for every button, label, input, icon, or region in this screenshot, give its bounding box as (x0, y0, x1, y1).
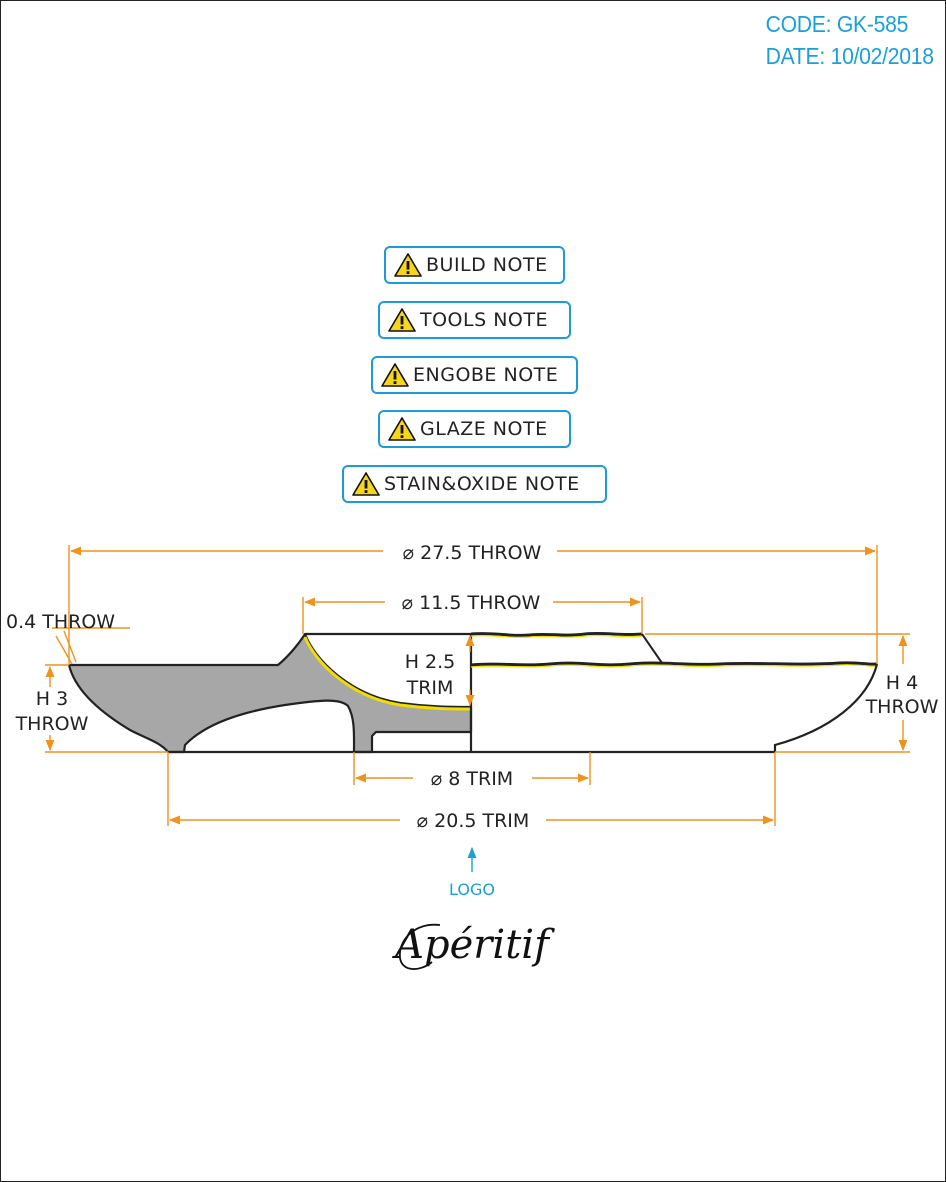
build-note-button[interactable]: BUILD NOTE (384, 246, 565, 284)
engobe-note-label: ENGOBE NOTE (413, 364, 559, 386)
section-fill (67, 632, 473, 754)
overall-diameter-label: ⌀ 27.5 THROW (403, 542, 542, 564)
glaze-interior-line (303, 636, 472, 711)
glaze-note-button[interactable]: GLAZE NOTE (378, 410, 571, 448)
warning-icon (394, 253, 422, 277)
right-height-unit: THROW (865, 696, 939, 718)
outer-rim-edge (470, 661, 878, 667)
warning-icon (352, 472, 380, 496)
engobe-note-button[interactable]: ENGOBE NOTE (371, 356, 578, 394)
stain-oxide-note-button[interactable]: STAIN&OXIDE NOTE (342, 465, 607, 503)
title-block: CODE: GK-585 DATE: 10/02/2018 (766, 8, 934, 72)
brand-logo: Apéritif (391, 922, 555, 970)
logo-label: LOGO (449, 880, 495, 899)
foot-diameter-label: ⌀ 8 TRIM (431, 768, 513, 790)
inner-height-value: H 2.5 (405, 651, 456, 673)
left-height-value: H 3 (36, 688, 68, 710)
section-view (67, 632, 473, 754)
warning-icon (381, 363, 409, 387)
product-code: CODE: GK-585 (765, 11, 909, 37)
rim-thickness-label: 0.4 THROW (6, 611, 115, 633)
base-diameter-label: ⌀ 20.5 TRIM (417, 810, 530, 832)
brand-wordmark: Apéritif (391, 922, 555, 968)
warning-icon (388, 308, 416, 332)
inner-diameter-label: ⌀ 11.5 THROW (402, 592, 541, 614)
stain-oxide-note-label: STAIN&OXIDE NOTE (384, 473, 580, 495)
glaze-note-label: GLAZE NOTE (420, 418, 548, 440)
warning-icon (388, 417, 416, 441)
build-note-label: BUILD NOTE (426, 254, 548, 276)
right-height-value: H 4 (886, 672, 918, 694)
tools-note-button[interactable]: TOOLS NOTE (378, 301, 571, 339)
tools-note-label: TOOLS NOTE (420, 309, 548, 331)
drawing-date: DATE: 10/02/2018 (765, 43, 934, 69)
dimension-lines (45, 545, 910, 826)
inner-height-unit: TRIM (406, 677, 454, 699)
left-height-unit: THROW (15, 713, 89, 735)
elevation-view (305, 631, 879, 752)
inner-rim-edge (470, 631, 643, 637)
